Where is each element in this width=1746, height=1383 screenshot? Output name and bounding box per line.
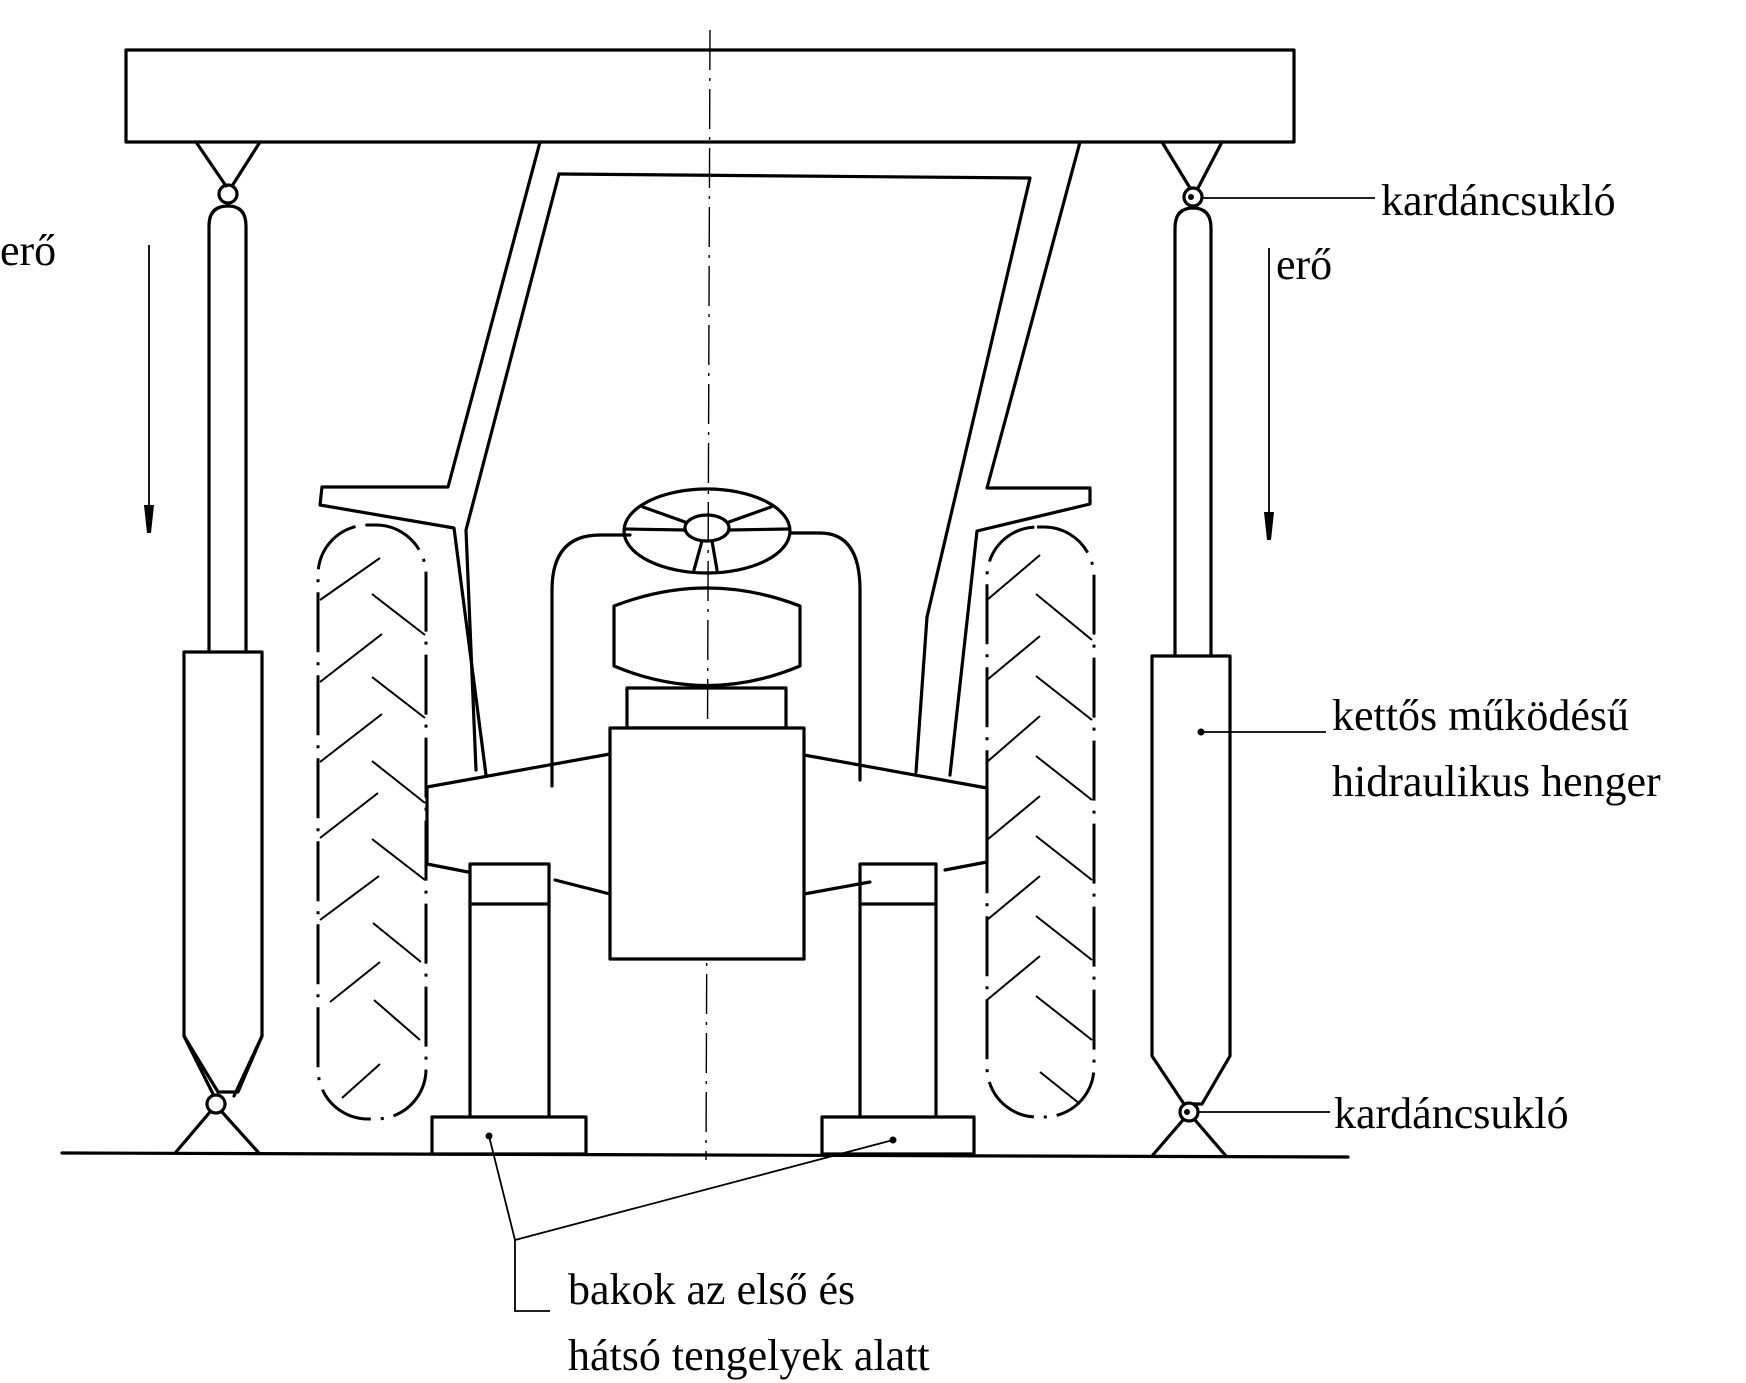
top-crossbeam bbox=[124, 48, 1296, 144]
right-axle-stand bbox=[820, 862, 976, 1156]
steering-wheel-icon bbox=[622, 487, 792, 575]
label-force-right: erő bbox=[1276, 240, 1332, 289]
console-right bbox=[789, 531, 862, 782]
tractor-cab-frame bbox=[318, 140, 1092, 777]
label-universal-joint-bottom: kardáncsukló bbox=[1334, 1089, 1569, 1138]
label-supports-line2: hátsó tengelyek alatt bbox=[568, 1331, 930, 1380]
left-axle-stand bbox=[430, 862, 588, 1156]
label-supports-line1: bakok az első és bbox=[568, 1265, 855, 1314]
right-cylinder-body bbox=[1150, 654, 1232, 1106]
right-top-joint-icon bbox=[1182, 186, 1204, 208]
driver-seat bbox=[612, 586, 802, 688]
label-cylinder-line1: kettős működésű bbox=[1332, 691, 1629, 740]
left-bottom-joint-icon bbox=[205, 1093, 227, 1115]
right-axle-housing bbox=[802, 753, 989, 896]
right-hydraulic-cylinder bbox=[1150, 140, 1232, 1158]
left-axle-housing bbox=[425, 752, 612, 896]
left-force-arrow-icon bbox=[144, 245, 154, 533]
differential-housing bbox=[608, 726, 806, 961]
right-piston-rod bbox=[1173, 206, 1213, 657]
left-piston-rod bbox=[207, 204, 248, 652]
right-force-arrow-icon bbox=[1264, 248, 1274, 540]
left-cylinder-body bbox=[182, 650, 264, 1094]
leader-supports bbox=[488, 1135, 894, 1312]
console-left bbox=[550, 533, 632, 788]
right-support-block bbox=[820, 1115, 976, 1156]
left-top-bracket bbox=[194, 140, 228, 188]
ground-line bbox=[60, 1151, 1350, 1159]
left-hydraulic-cylinder bbox=[174, 140, 264, 1154]
left-tyre bbox=[316, 523, 428, 1121]
label-cylinder-line2: hidraulikus henger bbox=[1332, 757, 1661, 806]
label-universal-joint-top: kardáncsukló bbox=[1381, 176, 1616, 225]
label-force-left: erő bbox=[0, 226, 56, 275]
left-top-joint-icon bbox=[217, 183, 239, 205]
right-tyre bbox=[985, 525, 1096, 1119]
seat-base bbox=[625, 686, 788, 730]
left-support-block bbox=[430, 1115, 588, 1156]
centerline bbox=[705, 29, 711, 1161]
